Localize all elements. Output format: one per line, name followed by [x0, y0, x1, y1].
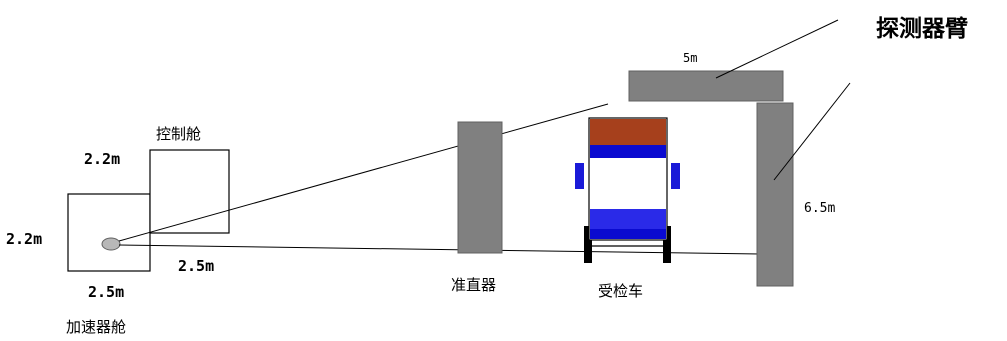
control-cabin-box [149, 149, 230, 234]
vehicle-mirror-right [671, 163, 680, 189]
vehicle-bumper [590, 229, 666, 239]
collimator-label: 准直器 [451, 276, 496, 294]
beam-upper-line [118, 103, 609, 242]
vehicle-roof [590, 119, 666, 145]
radiation-source [101, 237, 121, 251]
arm-width-label: 5m [683, 51, 697, 65]
control-dim-bottom-label: 2.5m [178, 257, 214, 275]
control-dim-top-label: 2.2m [84, 150, 120, 168]
detector-arm-label: 探测器臂 [876, 15, 968, 42]
inspected-vehicle-label: 受检车 [598, 282, 643, 300]
inspected-vehicle [575, 117, 680, 263]
detector-arm-pointer-1 [715, 19, 839, 79]
beam-lower-line [118, 244, 761, 255]
vehicle-mirror-left [575, 163, 584, 189]
accelerator-dim-left-label: 2.2m [6, 230, 42, 248]
vehicle-wheel-left [584, 226, 592, 263]
vehicle-wheel-right [663, 226, 671, 263]
collimator-block [457, 121, 503, 254]
vehicle-lower-body [590, 209, 666, 229]
accelerator-cabin-box [67, 193, 151, 272]
detector-arm-top [628, 70, 784, 102]
control-cabin-label: 控制舱 [156, 125, 201, 143]
detector-arm-vertical [756, 102, 794, 287]
vehicle-window-band [590, 145, 666, 158]
accelerator-cabin-label: 加速器舱 [66, 318, 126, 336]
detector-arm-pointer-2 [773, 82, 851, 181]
accelerator-dim-bottom-label: 2.5m [88, 283, 124, 301]
arm-height-label: 6.5m [804, 201, 835, 216]
